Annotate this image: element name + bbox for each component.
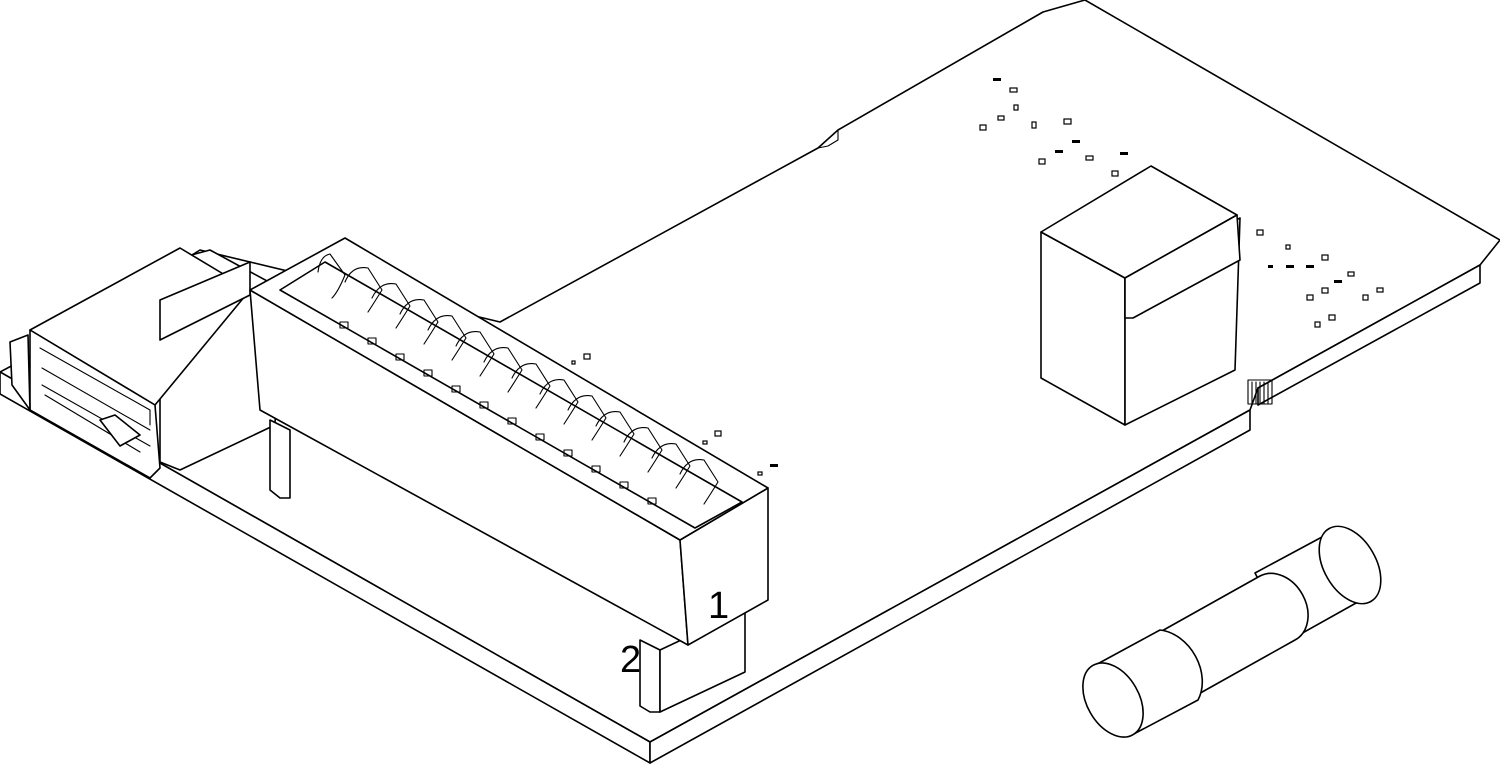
cartridge-fuse: [1082, 525, 1382, 738]
pcb-top-notch: [817, 129, 839, 149]
pcb-far-edge: [1257, 264, 1481, 406]
pin-1-marking: 1: [708, 585, 729, 627]
pcb-right-edge: [649, 409, 1251, 764]
smd-pads: [571, 78, 1384, 476]
pin-2-marking: 2: [620, 639, 641, 681]
block-component: [1040, 165, 1241, 426]
connector-contacts: [317, 253, 719, 505]
card-edge-connector: 1 2: [249, 237, 769, 713]
pcb-edge-notch: [1247, 379, 1273, 405]
connector-slot: [279, 261, 743, 529]
